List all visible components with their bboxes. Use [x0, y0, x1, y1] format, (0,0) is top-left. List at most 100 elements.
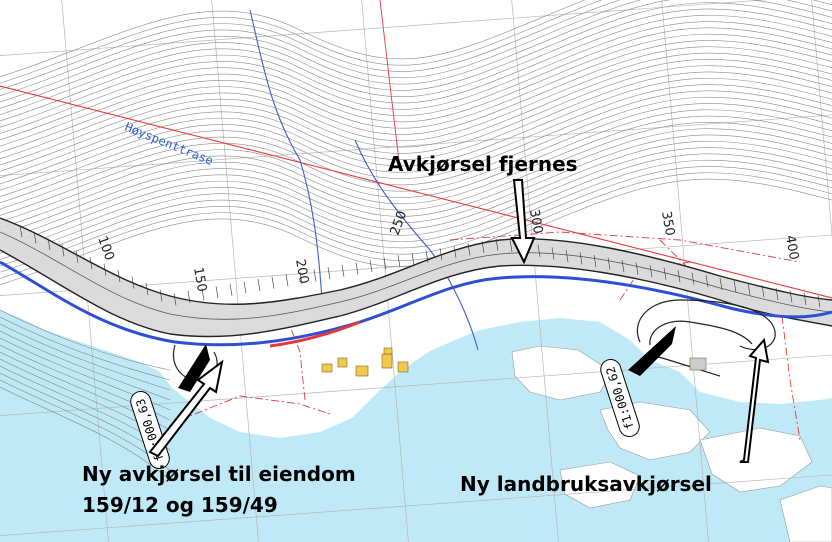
road-tick: [411, 252, 415, 265]
road-tick: [607, 257, 611, 270]
road-tick: [313, 269, 317, 282]
road-tick: [691, 272, 695, 285]
contour-line: [0, 59, 832, 166]
contour-line: [0, 33, 832, 141]
road-tick: [747, 282, 751, 295]
station-300: 300: [526, 208, 545, 235]
contour-line: [0, 0, 832, 90]
contour-line: [0, 27, 832, 134]
road-tick: [173, 293, 177, 306]
contour-line: [0, 78, 832, 185]
road-tick: [467, 243, 471, 256]
contour-line: [0, 115, 832, 223]
road-tick: [355, 262, 359, 275]
contour-lines: [0, 0, 832, 481]
contour-line: [0, 159, 832, 267]
road-tick: [621, 259, 625, 273]
land-point: [511, 345, 613, 401]
road-tick: [19, 225, 23, 238]
contour-line: [0, 172, 832, 279]
road-tick: [537, 244, 541, 257]
road-fill: [0, 218, 832, 337]
road-tick: [397, 255, 401, 268]
road-tick: [635, 262, 639, 275]
contour-line: [0, 0, 603, 84]
road-tick: [103, 263, 107, 276]
road-corridor: [0, 217, 832, 348]
road-tick: [159, 289, 163, 302]
contour-line: [0, 8, 832, 115]
contour-line: [0, 0, 832, 97]
contour-line: [0, 0, 586, 78]
road-tick: [145, 282, 149, 296]
contour-line: [0, 122, 832, 229]
contour-line: [0, 309, 171, 371]
arrow-fjernes: [510, 179, 536, 265]
station-200: 200: [292, 258, 311, 285]
contour-line: [0, 46, 832, 153]
arrow-ny-avkjorsel: [148, 359, 224, 458]
road-tick: [89, 257, 93, 270]
contour-line: [0, 153, 832, 260]
road-tick: [117, 270, 121, 283]
annotation-ny-avkjorsel-line1: Ny avkjørsel til eiendom: [82, 462, 356, 486]
contour-line: [0, 147, 832, 254]
contour-line: [0, 316, 171, 381]
streams: [249, 9, 479, 351]
road-tick: [663, 267, 667, 280]
road-tick: [369, 260, 373, 273]
road-tick: [733, 280, 737, 293]
road-tick: [565, 249, 569, 262]
road-tick: [551, 247, 555, 260]
road-tick: [425, 250, 429, 263]
road-tick: [705, 275, 709, 288]
road-tick: [495, 238, 499, 251]
contour-line: [0, 323, 171, 391]
road-tick: [131, 276, 135, 289]
contour-line: [0, 109, 832, 216]
road-tick: [803, 292, 807, 305]
annotation-ny-avkjorsel-line2: 159/12 og 159/49: [82, 493, 278, 517]
contour-line: [0, 52, 832, 160]
road-tick: [579, 252, 583, 265]
powerline: [0, 0, 832, 299]
road-tick: [341, 264, 345, 277]
road-tick: [285, 274, 289, 287]
road-tick: [677, 270, 681, 283]
buildings: [321, 347, 707, 377]
road-tick: [593, 254, 597, 268]
annotation-avkjorsel-fjernes: Avkjørsel fjernes: [388, 152, 578, 176]
road-tick: [383, 257, 387, 270]
road-tick: [649, 265, 653, 278]
contour-line: [0, 40, 832, 147]
contour-line: [0, 0, 832, 103]
contour-line: [0, 103, 832, 210]
station-150: 150: [190, 266, 209, 293]
access-roads: [173, 299, 776, 381]
contour-line: [0, 134, 832, 241]
road-tick: [47, 237, 51, 251]
road-tick: [789, 290, 793, 303]
station-400: 400: [782, 234, 801, 261]
road-tick: [327, 267, 331, 280]
road-tick: [299, 271, 303, 284]
contour-line: [0, 128, 832, 235]
road-tick: [229, 283, 233, 296]
contour-line: [0, 330, 171, 401]
road-tick: [271, 276, 275, 289]
contour-line: [0, 141, 832, 248]
annotation-arrows: [148, 179, 770, 463]
contour-line: [0, 2, 832, 109]
road-tick: [257, 279, 261, 292]
arrow-landbruk: [739, 337, 770, 463]
station-350: 350: [658, 210, 677, 237]
road-tick: [215, 286, 219, 299]
contour-line: [0, 15, 832, 122]
contour-line: [0, 84, 832, 191]
road-tick: [33, 231, 37, 244]
contour-line: [0, 166, 832, 273]
road-tick: [201, 288, 205, 301]
